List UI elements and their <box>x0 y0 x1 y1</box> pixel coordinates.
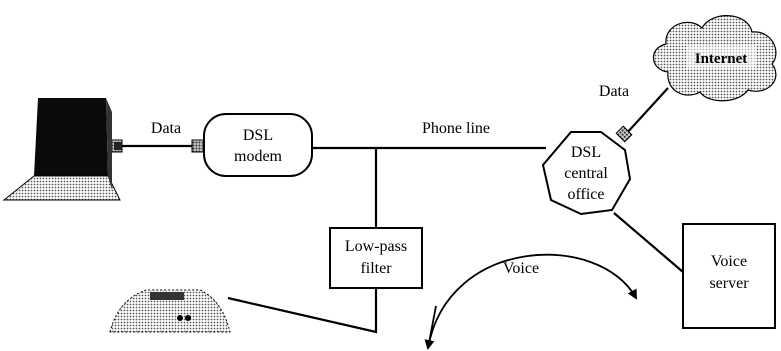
wire-office-voice-server <box>613 212 684 273</box>
voice-server-label-line2: server <box>709 275 749 292</box>
connector-plug <box>615 125 633 143</box>
lowpass-filter-label-line2: filter <box>360 260 392 277</box>
cloud-icon: Internet <box>652 15 777 102</box>
voice-server-label-line1: Voice <box>711 253 747 270</box>
dsl-central-office-label-line2: central <box>564 165 608 182</box>
connections <box>122 87 684 334</box>
wire-filter-telephone <box>227 288 378 334</box>
lowpass-filter-node: Low-pass filter <box>329 227 423 289</box>
dsl-central-office-label-line1: DSL <box>571 144 601 161</box>
lowpass-filter-box <box>329 227 423 289</box>
voice-server-box <box>682 223 776 329</box>
voice-server-node: Voice server <box>682 223 776 329</box>
laptop-icon <box>2 98 122 201</box>
dsl-modem-box <box>203 113 313 177</box>
edge-label-office-internet: Data <box>599 83 629 100</box>
voice-arrow <box>427 253 637 349</box>
internet-label: Internet <box>695 51 748 67</box>
lowpass-filter-label-line1: Low-pass <box>345 238 407 255</box>
wire-office-internet <box>624 87 669 136</box>
edge-label-phone-line: Phone line <box>422 120 490 137</box>
dsl-modem-label-line1: DSL <box>243 127 273 144</box>
connector-plug <box>191 139 205 153</box>
dsl-modem-node: DSL modem <box>203 113 313 177</box>
dsl-modem-label-line2: modem <box>234 148 283 165</box>
voice-arrow-tail <box>424 305 437 350</box>
dsl-central-office-node: DSL central office <box>541 131 632 216</box>
edge-label-computer-modem: Data <box>151 120 181 137</box>
edge-label-voice: Voice <box>503 260 539 277</box>
telephone-icon <box>109 289 231 333</box>
dsl-central-office-label-line3: office <box>567 186 604 203</box>
dsl-central-office-octagon <box>541 131 632 216</box>
